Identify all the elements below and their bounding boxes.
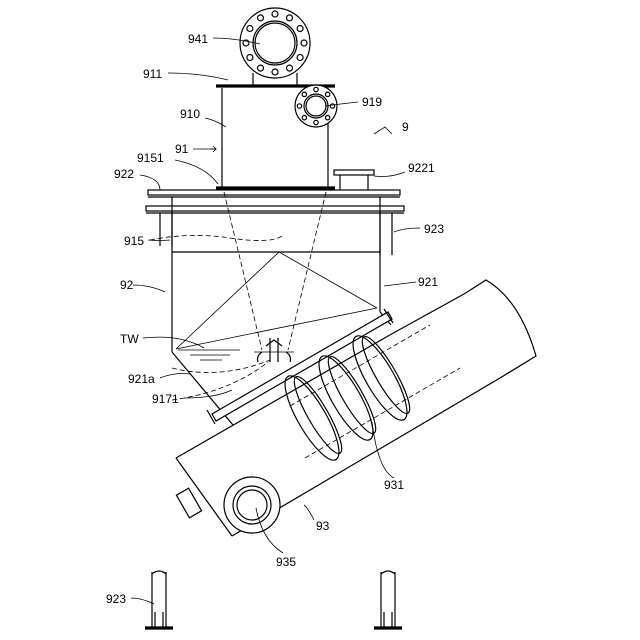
label-921: 921 — [418, 275, 438, 289]
top-plate-922 — [146, 188, 404, 213]
label-9171: 9171 — [152, 392, 179, 406]
label-TW: TW — [120, 332, 139, 346]
label-9221: 9221 — [408, 161, 435, 175]
label-931: 931 — [384, 478, 404, 492]
screw-931 — [276, 325, 460, 467]
bolt-hole — [247, 55, 253, 61]
bolt-hole — [297, 55, 303, 61]
outlet-935 — [224, 477, 280, 533]
flange-941 — [240, 8, 310, 86]
bolt-hole — [247, 26, 253, 32]
bolt-hole — [258, 65, 264, 71]
nozzle-9221 — [334, 170, 374, 190]
screw-flight-inner — [355, 332, 416, 418]
label-935: 935 — [276, 555, 296, 569]
label-921a: 921a — [128, 372, 155, 386]
label-93: 93 — [316, 519, 330, 533]
label-9151: 9151 — [137, 151, 164, 165]
bolt-hole — [272, 69, 278, 75]
label-915: 915 — [124, 234, 144, 248]
bolt-hole — [287, 15, 293, 21]
bolt-hole — [258, 15, 264, 21]
label-941: 941 — [188, 32, 208, 46]
inner-cone — [176, 252, 377, 349]
label-91: 91 — [175, 142, 189, 156]
vessel-body-92 — [160, 197, 392, 425]
bolt-hole — [287, 65, 293, 71]
label-922: 922 — [114, 167, 134, 181]
label-910: 910 — [180, 107, 200, 121]
bolt-hole — [272, 11, 278, 17]
legs-923 — [145, 571, 402, 628]
label-92: 92 — [120, 278, 134, 292]
screw-flight — [344, 329, 416, 426]
screw-flight — [276, 369, 348, 466]
label-923-bottom: 923 — [106, 592, 126, 606]
screw-flight — [310, 349, 382, 446]
label-919: 919 — [362, 95, 382, 109]
flange-919 — [295, 85, 337, 127]
bolt-hole — [301, 40, 307, 46]
label-923-top: 923 — [424, 222, 444, 236]
casing-flange — [207, 309, 393, 424]
label-9: 9 — [402, 120, 409, 134]
label-911: 911 — [143, 67, 162, 81]
bolt-hole — [297, 26, 303, 32]
water-level-TW — [178, 350, 240, 360]
